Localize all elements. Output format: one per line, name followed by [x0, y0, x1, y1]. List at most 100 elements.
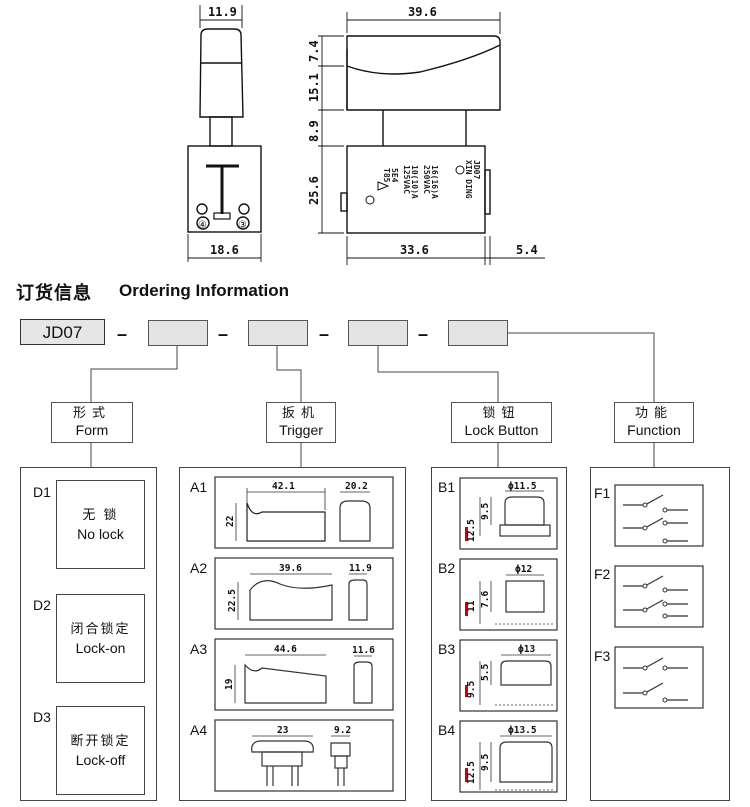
lock-dim-diameter: ϕ13.5 [508, 725, 537, 736]
lock-shape-b3 [500, 660, 552, 686]
trigger-dim-width: 20.2 [345, 481, 368, 492]
category-function: 功能 Function [614, 402, 694, 443]
trigger-dim-height: 19 [224, 678, 235, 690]
form-option-en: Lock-on [75, 639, 126, 656]
lock-dim-total: 11 [466, 600, 477, 612]
dim-h-body: 25.6 [307, 176, 321, 205]
slot-lock [348, 320, 408, 346]
lock-frame-b2 [459, 558, 558, 631]
heading-cn: 订货信息 [16, 283, 92, 304]
function-code: F1 [594, 485, 611, 501]
connector-function [507, 332, 655, 402]
dim-top-length: 39.6 [408, 5, 437, 19]
heading-en: Ordering Information [119, 281, 289, 300]
code-prefix: JD07 [20, 319, 105, 345]
category-label-en: Function [627, 422, 681, 438]
separator: – [117, 324, 128, 344]
form-option-cn: 闭合锁定 [70, 621, 131, 637]
trigger-dim-width: 11.6 [352, 645, 375, 656]
connector-form [90, 346, 178, 402]
form-option-en: No lock [77, 525, 124, 542]
trigger-side-a1 [339, 500, 371, 542]
front-trigger-outline [346, 35, 501, 111]
category-label-cn: 扳机 [281, 406, 320, 421]
trigger-dim-length: 23 [277, 725, 289, 736]
form-code: D2 [33, 597, 51, 613]
slot-form [148, 320, 208, 346]
side-body [187, 145, 262, 233]
form-code: D1 [33, 484, 51, 500]
lock-dim-cap: 9.5 [480, 754, 491, 771]
lock-dim-diameter: ϕ12 [515, 564, 532, 575]
trigger-frame-a4 [214, 719, 394, 792]
terminal-3-mark: ③ [238, 220, 247, 231]
function-code: F2 [594, 566, 611, 582]
form-option-d3: 断开锁定 Lock-off [56, 706, 145, 795]
trigger-frame-a2 [214, 557, 394, 630]
function-panel [590, 467, 730, 801]
lock-dim-cap: 7.6 [480, 591, 491, 608]
function-frame-f2 [614, 565, 704, 628]
category-label-en: Lock Button [464, 422, 539, 438]
trigger-code: A4 [190, 722, 208, 738]
form-option-cn: 无 锁 [82, 507, 119, 523]
trigger-code: A3 [190, 641, 208, 657]
lock-dim-cap: 9.5 [480, 503, 491, 520]
body-print-5: 125VAC [402, 165, 411, 194]
body-print-4: 10(10)A [410, 165, 419, 199]
trigger-shape-a2 [249, 580, 333, 621]
ce-icon [365, 195, 375, 205]
switch-symbol-f2 [623, 575, 688, 617]
function-frame-f3 [614, 646, 704, 709]
trigger-side-a3 [353, 661, 373, 704]
triangle-icon [377, 181, 390, 191]
body-print-2: 16(16)A [430, 165, 439, 199]
form-option-cn: 断开锁定 [70, 733, 131, 749]
lock-dim-total: 9.5 [466, 681, 477, 698]
dim-side-width: 11.9 [208, 5, 237, 19]
lock-shape-b4 [499, 741, 553, 783]
trigger-shape-a1 [246, 502, 326, 542]
separator: – [218, 324, 229, 344]
trigger-shape-a4 [251, 740, 314, 753]
category-label-cn: 形式 [72, 406, 111, 421]
body-print-7: T85 [382, 168, 391, 183]
trigger-frame-a1 [214, 476, 394, 549]
lock-shape-b1 [504, 496, 545, 526]
category-label-en: Form [75, 422, 109, 438]
lock-dim-cap: 5.5 [480, 664, 491, 681]
body-print-3: 250VAC [422, 165, 431, 194]
terminal-4-mark: ④ [198, 220, 207, 231]
lock-dim-diameter: ϕ13 [518, 644, 535, 655]
trigger-shape-a3 [244, 663, 327, 704]
category-label-en: Trigger [279, 422, 323, 438]
cert-icon [455, 165, 465, 175]
category-trigger: 扳机 Trigger [266, 402, 336, 443]
form-option-d1: 无 锁 No lock [56, 480, 145, 569]
category-form: 形式 Form [51, 402, 133, 443]
switch-symbol-f3 [623, 657, 688, 701]
connector-lock [377, 346, 499, 402]
lock-dim-total: 12.5 [466, 761, 477, 784]
marker-icon [465, 768, 468, 782]
trigger-code: A1 [190, 479, 208, 495]
lock-shape-b2 [505, 580, 545, 613]
lock-dim-total: 12.5 [466, 519, 477, 542]
function-frame-f1 [614, 484, 704, 547]
function-code: F3 [594, 648, 611, 664]
trigger-dim-length: 39.6 [279, 563, 302, 574]
trigger-dim-width: 11.9 [349, 563, 372, 574]
dim-bottom-right: 5.4 [516, 243, 538, 257]
trigger-dim-width: 9.2 [334, 725, 351, 736]
form-code: D3 [33, 709, 51, 725]
separator: – [319, 324, 330, 344]
trigger-side-a2 [348, 579, 368, 621]
body-print-6: 5E4 [390, 168, 399, 183]
trigger-frame-a3 [214, 638, 394, 711]
category-label-cn: 功能 [634, 406, 673, 421]
marker-icon [465, 602, 468, 616]
trigger-dim-height: 22.5 [227, 589, 238, 612]
lock-dim-diameter: ϕ11.5 [508, 481, 537, 492]
